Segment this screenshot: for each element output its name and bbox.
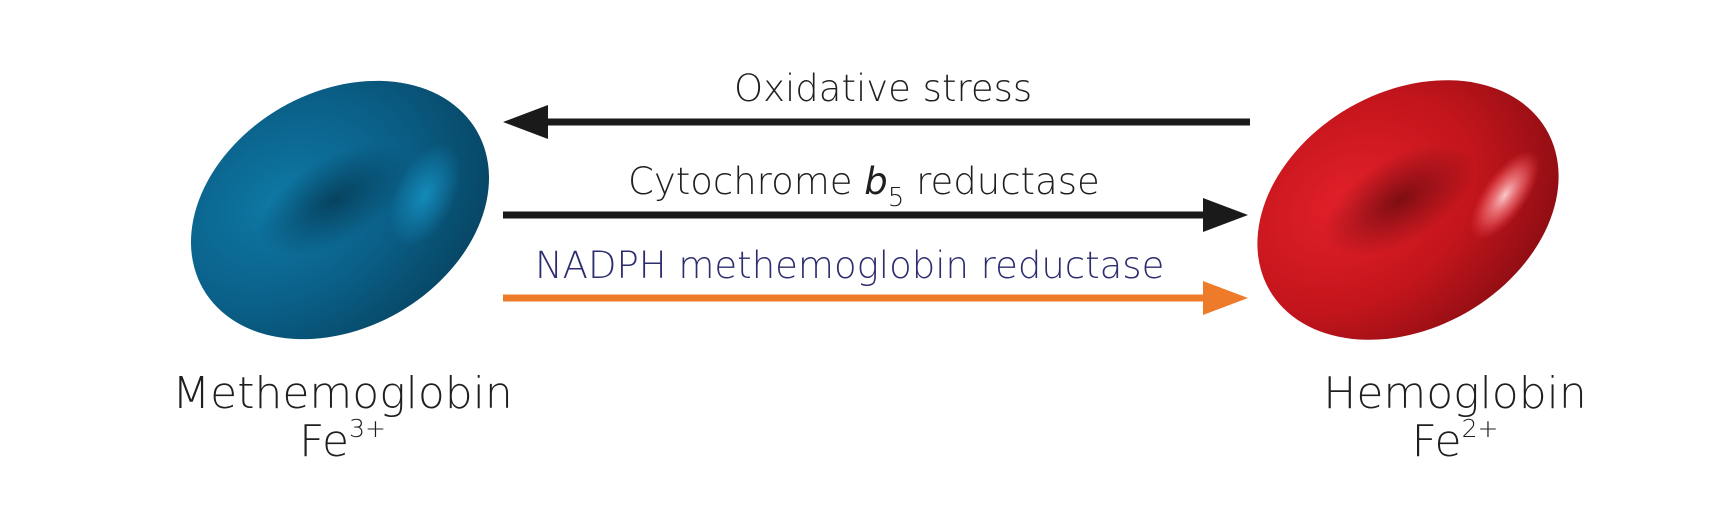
methemoglobin-ion: Fe — [299, 416, 350, 468]
methemoglobin-cell-icon — [190, 80, 490, 340]
methemoglobin-charge: 3+ — [349, 413, 386, 443]
cytochrome-b5-reductase-label: Cytochrome b5 reductase — [628, 160, 1100, 211]
cytochrome-label-tail: reductase — [904, 160, 1100, 203]
methemoglobin-iron: Fe3+ — [170, 414, 515, 468]
oxidative-stress-arrow — [503, 105, 1250, 139]
hemoglobin-cell-icon — [1257, 80, 1559, 340]
nadph-methemoglobin-reductase-label: NADPH methemoglobin reductase — [535, 244, 1165, 287]
methemoglobin-caption: Methemoglobin Fe3+ — [170, 368, 515, 468]
methemoglobin-name: Methemoglobin — [172, 368, 513, 419]
hemoglobin-charge: 2+ — [1461, 413, 1499, 443]
hemoglobin-caption: Hemoglobin Fe2+ — [1290, 368, 1620, 468]
nadph-methemoglobin-reductase-arrow — [503, 281, 1248, 315]
oxidative-stress-label: Oxidative stress — [734, 67, 1033, 110]
hemoglobin-name: Hemoglobin — [1323, 368, 1587, 419]
hemoglobin-iron: Fe2+ — [1290, 414, 1620, 468]
cytochrome-label-subscript: 5 — [887, 183, 905, 214]
cytochrome-label-italic: b — [864, 160, 888, 203]
hemoglobin-ion: Fe — [1411, 416, 1462, 468]
cytochrome-label-main: Cytochrome — [628, 160, 865, 203]
cytochrome-b5-reductase-arrow — [503, 198, 1248, 232]
